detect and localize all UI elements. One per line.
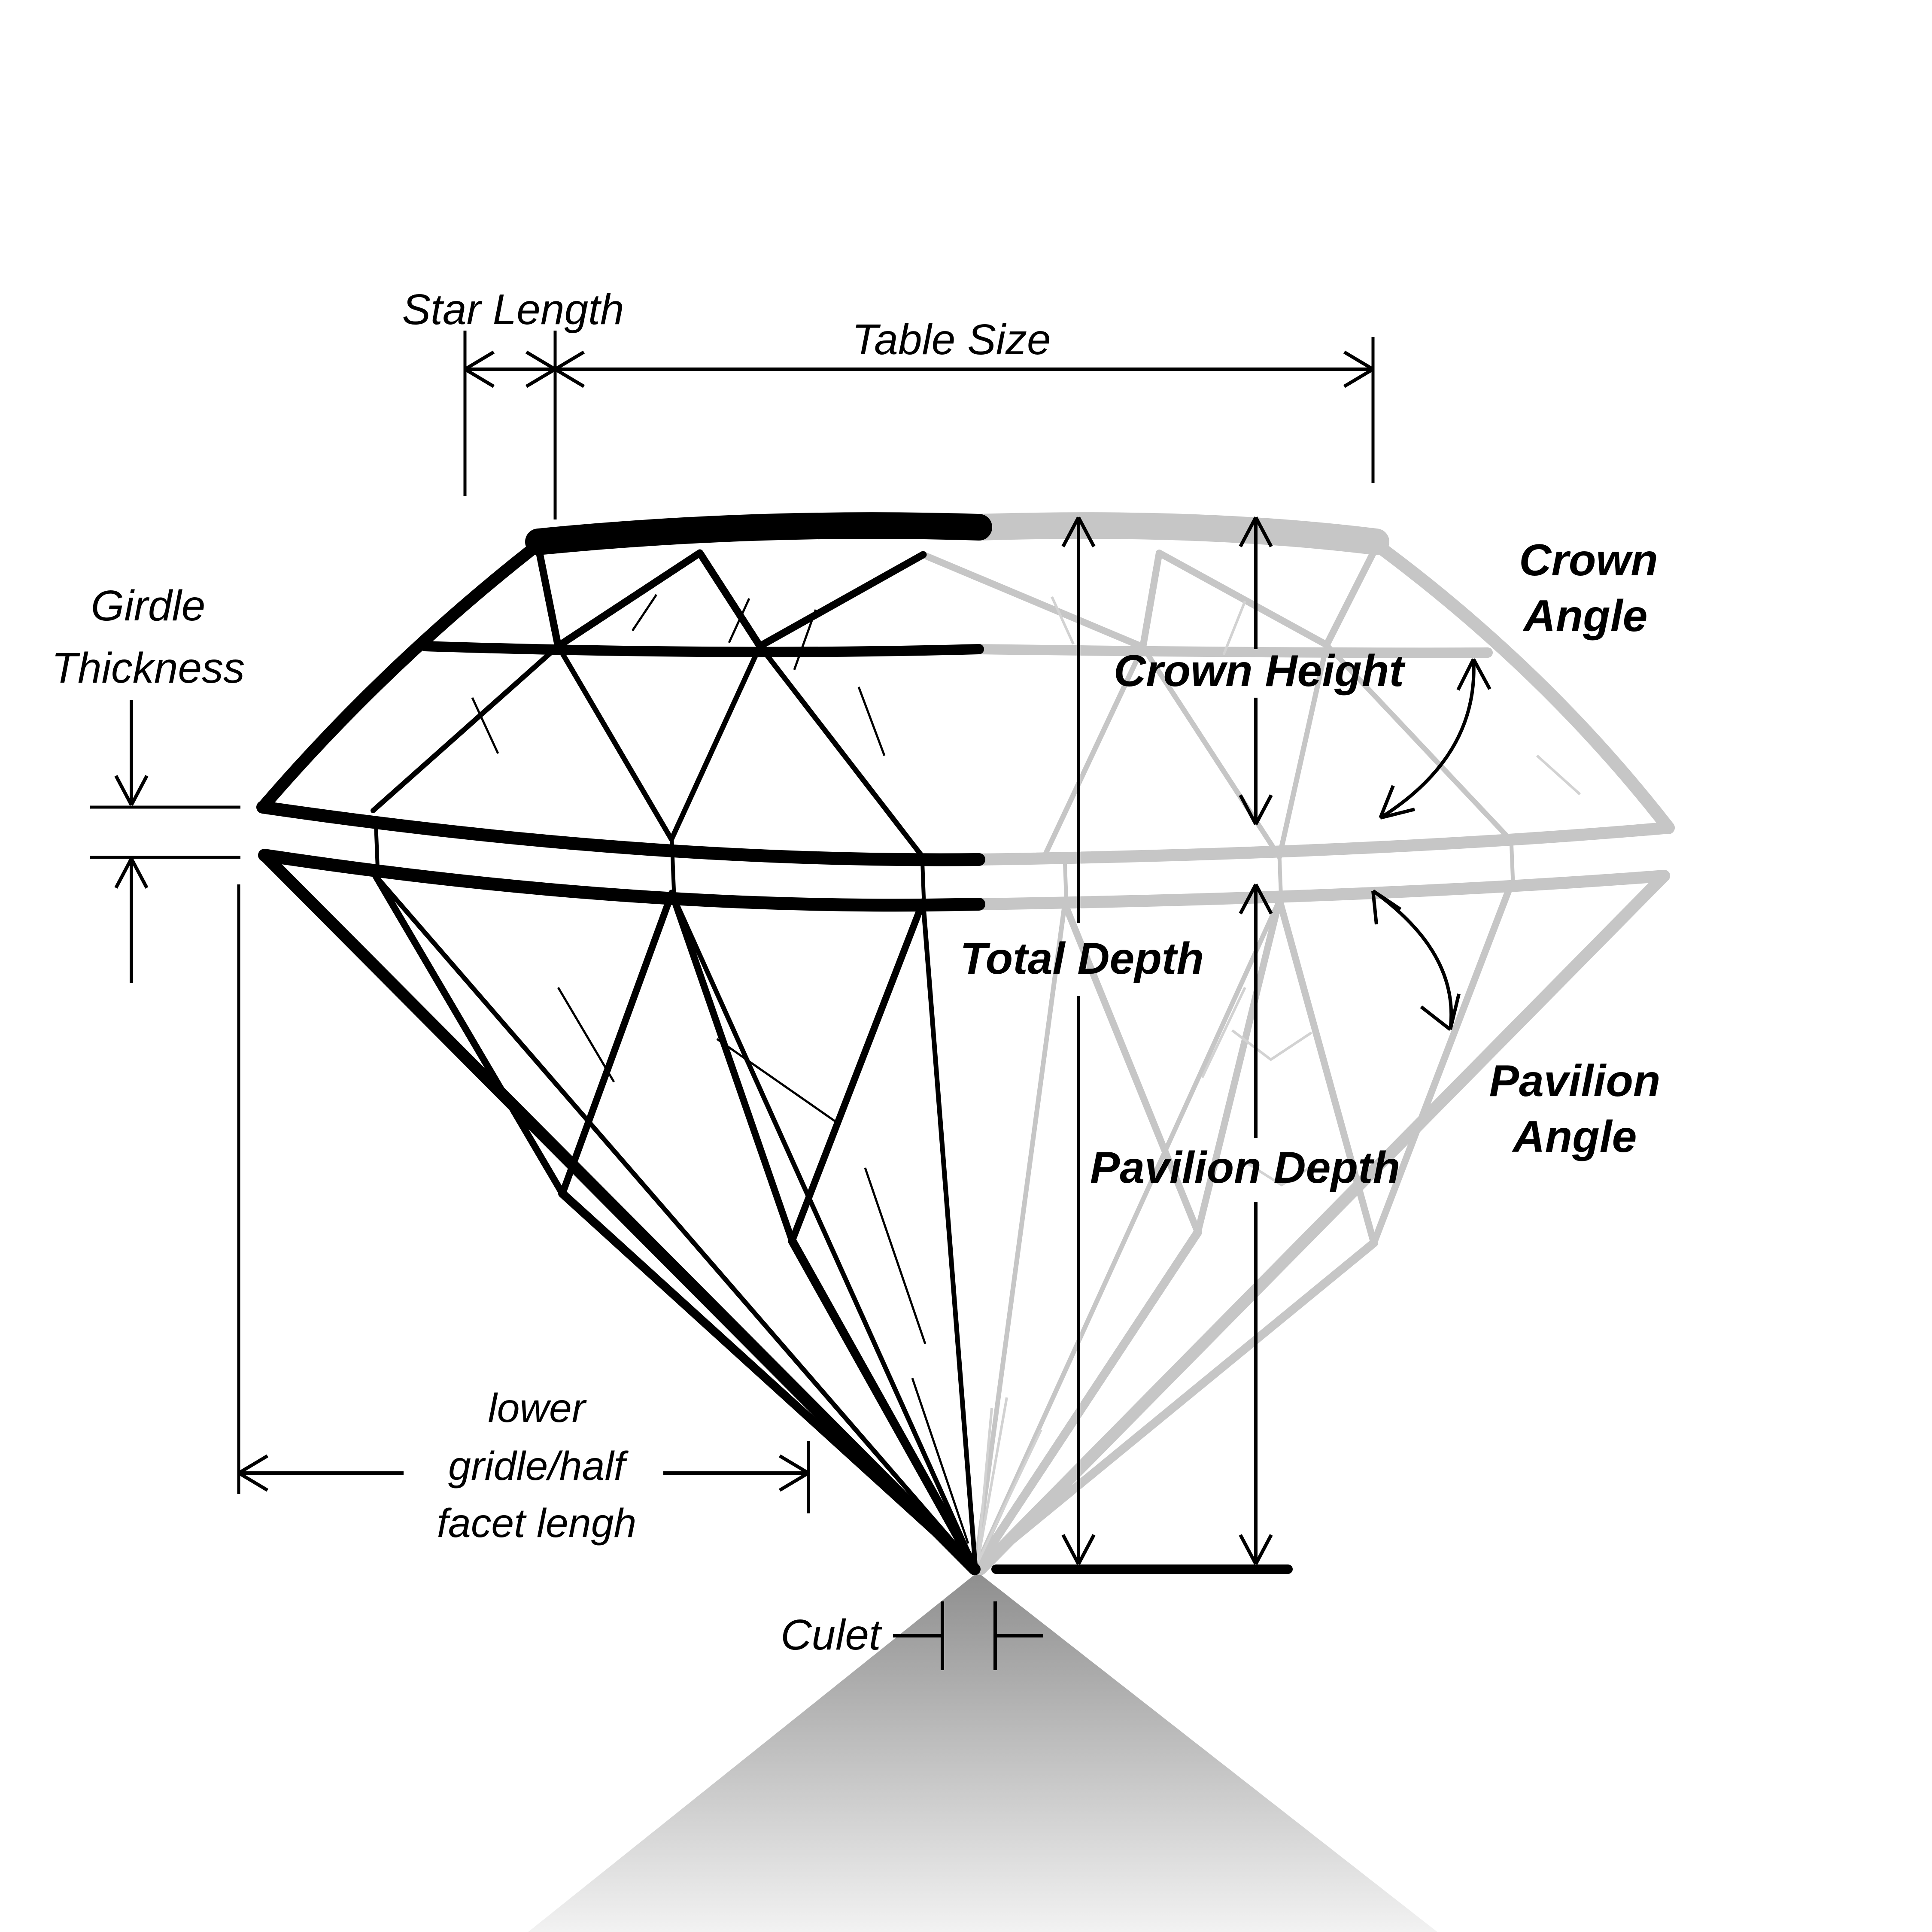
pavilion-depth-label: Pavilion Depth xyxy=(1090,1143,1400,1193)
diamond-left-half xyxy=(256,512,992,1575)
crown-angle-label-line1: Crown xyxy=(1519,535,1658,585)
diamond-right-half xyxy=(920,512,1675,1575)
culet-label: Culet xyxy=(781,1611,883,1659)
girdle-thickness-label-line2: Thickness xyxy=(52,644,245,692)
girdle-thickness-label-line1: Girdle xyxy=(91,582,206,630)
pavilion-angle-arrow: Pavilion Angle xyxy=(1371,889,1661,1162)
crown-angle-arrow: Crown Angle xyxy=(1379,535,1658,820)
crown-angle-label-line2: Angle xyxy=(1522,591,1648,641)
lower-girdle-label-line2: gridle/half xyxy=(448,1443,629,1489)
table-size-dimension: Table Size xyxy=(554,316,1375,483)
total-depth-dimension: Total Depth xyxy=(960,516,1204,1565)
star-length-dimension: Star Length xyxy=(402,286,624,519)
pavilion-angle-label-line1: Pavilion xyxy=(1489,1056,1661,1106)
table-size-label: Table Size xyxy=(852,316,1051,364)
pavilion-depth-dimension: Pavilion Depth xyxy=(1090,884,1400,1565)
culet-shadow xyxy=(528,1572,1437,1932)
lower-girdle-label-line1: lower xyxy=(488,1385,586,1431)
star-length-label: Star Length xyxy=(402,286,624,334)
culet-mark: Culet xyxy=(781,1601,1043,1670)
pavilion-angle-label-line2: Angle xyxy=(1512,1112,1637,1162)
crown-height-label: Crown Height xyxy=(1114,646,1406,696)
lower-girdle-dimension: lower gridle/half facet lengh xyxy=(237,884,810,1546)
crown-height-dimension: Crown Height xyxy=(1114,516,1406,825)
lower-girdle-label-line3: facet lengh xyxy=(437,1501,637,1546)
girdle-thickness-dimension: Girdle Thickness xyxy=(52,582,245,983)
total-depth-label: Total Depth xyxy=(960,934,1204,984)
